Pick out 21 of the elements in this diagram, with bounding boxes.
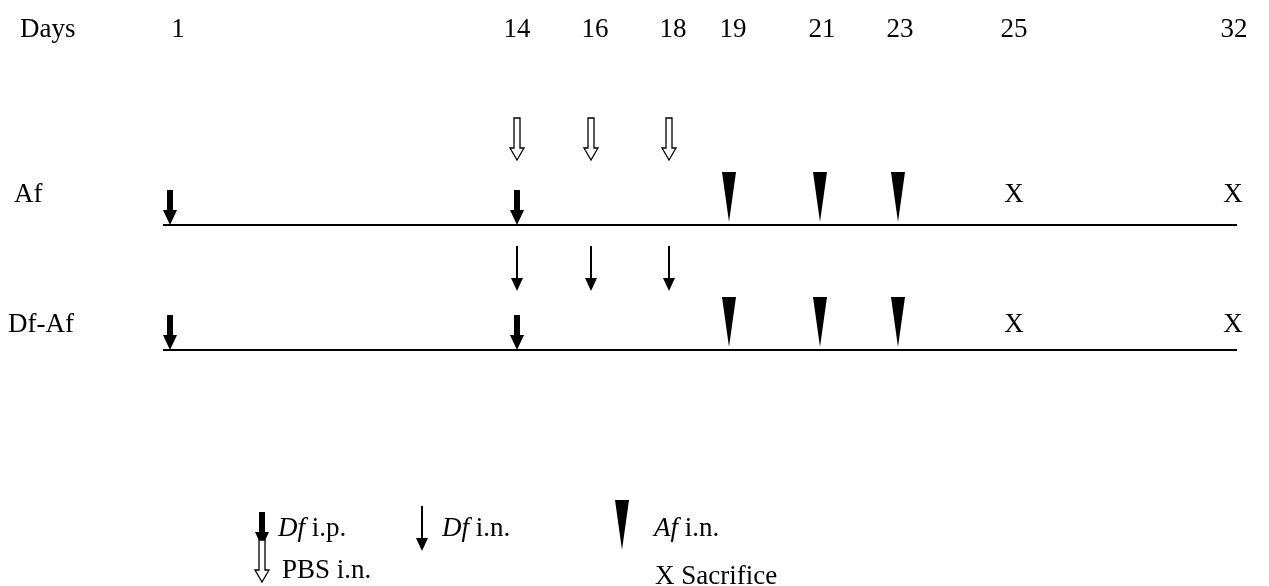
sacrifice-mark: X <box>1223 310 1243 337</box>
day-number: 16 <box>581 15 609 42</box>
day-number: 25 <box>1000 15 1028 42</box>
legend-text: X Sacrifice <box>655 562 778 586</box>
group-label: Af <box>14 180 43 207</box>
axis-title: Days <box>20 15 76 42</box>
legend-text: Df i.n. <box>442 514 511 541</box>
group-label: Df-Af <box>8 310 74 337</box>
legend-text: Df i.p. <box>278 514 347 541</box>
day-number: 1 <box>171 15 185 42</box>
legend-text: PBS i.n. <box>282 556 372 583</box>
sacrifice-mark: X <box>1004 180 1024 207</box>
sacrifice-mark: X <box>1004 310 1024 337</box>
day-number: 32 <box>1220 15 1248 42</box>
day-number: 18 <box>659 15 687 42</box>
sacrifice-mark: X <box>1223 180 1243 207</box>
legend-text: Af i.n. <box>654 514 720 541</box>
day-number: 14 <box>503 15 531 42</box>
day-number: 23 <box>886 15 914 42</box>
day-number: 19 <box>719 15 747 42</box>
day-number: 21 <box>808 15 836 42</box>
